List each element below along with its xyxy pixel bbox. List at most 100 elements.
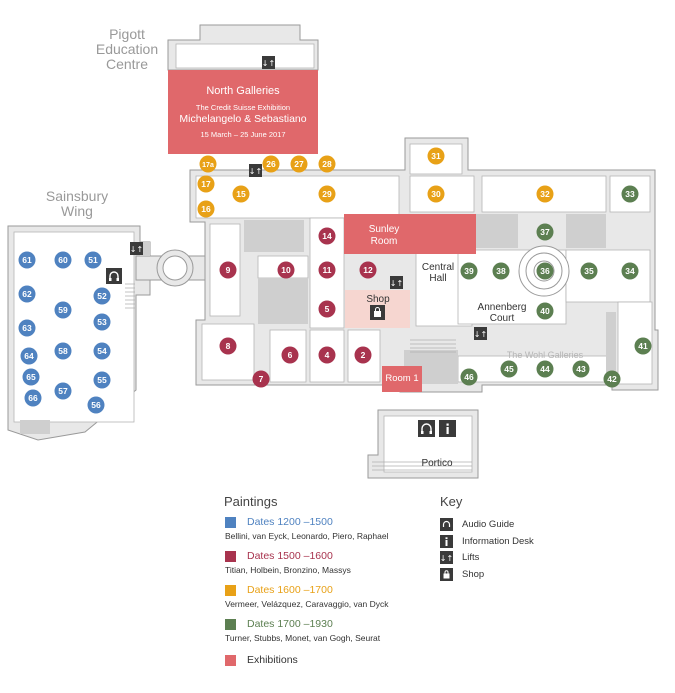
- legend-swatch-crimson: [225, 551, 236, 562]
- audio-guide-icon: [418, 420, 435, 437]
- room-number: 63: [22, 323, 32, 333]
- room-14-marker: 14: [318, 227, 336, 245]
- room-circle: [22, 368, 40, 386]
- lbl-central-line: Hall: [429, 273, 446, 284]
- room-60-marker: 60: [54, 251, 72, 269]
- room-26-marker: 26: [262, 155, 280, 173]
- lbl-pigott-line: Pigott: [109, 26, 145, 42]
- lbl-sunley-line: Sunley: [369, 224, 400, 235]
- room-circle: [54, 342, 72, 360]
- room-circle: [84, 251, 102, 269]
- room-circle: [219, 337, 237, 355]
- room-5-marker: 5: [318, 300, 336, 318]
- room-number: 51: [88, 255, 98, 265]
- room-32-marker: 32: [536, 185, 554, 203]
- room-66-marker: 66: [24, 389, 42, 407]
- room-circle: [536, 302, 554, 320]
- room-65-marker: 65: [22, 368, 40, 386]
- room-circle: [54, 382, 72, 400]
- room-number: 35: [584, 266, 594, 276]
- room-33-marker: 33: [621, 185, 639, 203]
- room-44-marker: 44: [536, 360, 554, 378]
- room-59-marker: 59: [54, 301, 72, 319]
- room-46-marker: 46: [460, 368, 478, 386]
- room-number: 55: [97, 375, 107, 385]
- rotundas: [156, 245, 570, 297]
- room-43-marker: 43: [572, 360, 590, 378]
- room-number: 45: [504, 364, 514, 374]
- room-number: 4: [325, 350, 330, 360]
- lbl-annenberg-line: Court: [490, 313, 515, 324]
- shop-icon: [370, 305, 385, 320]
- room-circle: [536, 360, 554, 378]
- room-circle: [634, 337, 652, 355]
- room-circle: [18, 319, 36, 337]
- legend-swatch-orange: [225, 585, 236, 596]
- room-number: 7: [259, 374, 264, 384]
- north-galleries-label: North Galleries: [206, 85, 280, 97]
- room-55-marker: 55: [93, 371, 111, 389]
- room-35-marker: 35: [580, 262, 598, 280]
- staircases: [125, 283, 472, 471]
- legend-swatch-exhibition: [225, 655, 236, 666]
- room-number: 17: [201, 179, 211, 189]
- room-40-marker: 40: [536, 302, 554, 320]
- room-circle: [93, 342, 111, 360]
- room-15-marker: 15: [232, 185, 250, 203]
- room-11-marker: 11: [318, 261, 336, 279]
- room-number: 37: [540, 227, 550, 237]
- room-circle: [318, 261, 336, 279]
- exhibition-spaces: [168, 70, 476, 392]
- room-circle: [427, 147, 445, 165]
- legend-artists-crimson: Titian, Holbein, Bronzino, Massys: [225, 565, 351, 575]
- exhibition-sponsor-label: The Credit Suisse Exhibition: [196, 103, 290, 112]
- room-number: 54: [97, 346, 107, 356]
- room-8-marker: 8: [219, 337, 237, 355]
- svg-text:↓↑: ↓↑: [474, 330, 487, 339]
- room-number: 60: [58, 255, 68, 265]
- room-circle: [354, 346, 372, 364]
- audio-guide-icon: [106, 268, 122, 284]
- sunley-room: [344, 214, 476, 254]
- room-1: [382, 366, 422, 392]
- room-circle: [359, 261, 377, 279]
- room-circle: [93, 371, 111, 389]
- shop-label: Shop: [366, 294, 390, 305]
- room-number: 15: [236, 189, 246, 199]
- room-number: 40: [540, 306, 550, 316]
- lifts-icon: ↓↑: [130, 242, 143, 255]
- room-34-marker: 34: [621, 262, 639, 280]
- lifts-icon: ↓↑: [249, 164, 262, 177]
- room-number: 57: [58, 386, 68, 396]
- room-number: 36: [540, 266, 550, 276]
- room-circle: [277, 261, 295, 279]
- room-circle: [54, 251, 72, 269]
- room-circle: [197, 200, 215, 218]
- room-45-marker: 45: [500, 360, 518, 378]
- room-circle: [93, 313, 111, 331]
- room-number: 52: [97, 291, 107, 301]
- room-number: 6: [288, 350, 293, 360]
- room-number: 43: [576, 364, 586, 374]
- room-circle: [460, 262, 478, 280]
- room-number: 42: [607, 374, 617, 384]
- paintings-legend-title: Paintings: [224, 494, 278, 509]
- room-10-marker: 10: [277, 261, 295, 279]
- room-number: 66: [28, 393, 38, 403]
- room-circle: [281, 346, 299, 364]
- room-52-marker: 52: [93, 287, 111, 305]
- room-16-marker: 16: [197, 200, 215, 218]
- room-circle: [621, 185, 639, 203]
- service-blocks: [20, 214, 616, 434]
- room-number: 31: [431, 151, 441, 161]
- room-circle: [219, 261, 237, 279]
- room-61-marker: 61: [18, 251, 36, 269]
- lbl-annenberg-line: Annenberg: [478, 302, 527, 313]
- room-circle: [603, 370, 621, 388]
- lbl-sainsbury-line: Wing: [61, 203, 93, 219]
- room-circle: [500, 360, 518, 378]
